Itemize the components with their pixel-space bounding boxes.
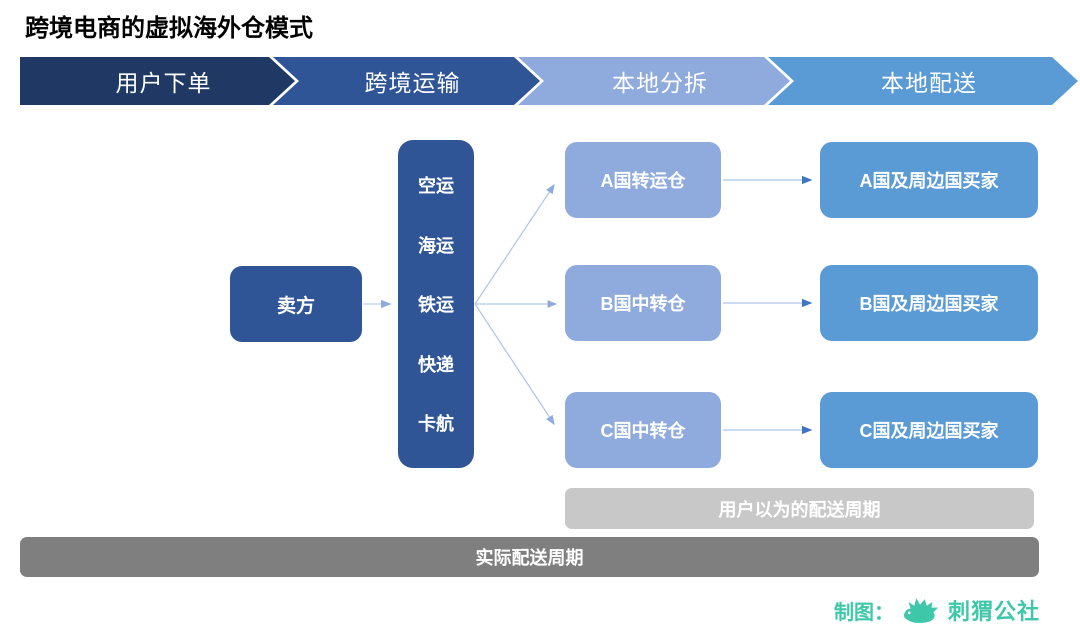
credit-prefix: 制图： — [833, 601, 894, 624]
transport-modes-box: 空运 海运 铁运 快递 卡航 — [398, 140, 474, 468]
credit-line: 制图： 刺猬公社 — [834, 594, 1040, 626]
process-step-label: 本地分拆 — [612, 70, 708, 96]
seller-box: 卖方 — [230, 266, 362, 342]
buyer-box-country-a: A国及周边国买家 — [820, 142, 1038, 218]
page-title: 跨境电商的虚拟海外仓模式 — [25, 15, 313, 42]
process-step-label: 本地配送 — [881, 70, 977, 96]
buyer-box-country-b: B国及周边国买家 — [820, 265, 1038, 341]
process-step-label: 用户下单 — [115, 70, 212, 96]
actual-delivery-period-bar: 实际配送周期 — [20, 537, 1039, 577]
process-bar: 用户下单 跨境运输 本地分拆 本地配送 — [20, 57, 1078, 105]
arrow-transport-to-hub-c — [474, 303, 555, 426]
perceived-delivery-period-bar: 用户以为的配送周期 — [565, 488, 1034, 529]
transport-mode-express: 快递 — [418, 354, 454, 375]
buyer-box-country-c: C国及周边国买家 — [820, 392, 1038, 468]
hub-box-country-a: A国转运仓 — [565, 142, 721, 218]
hub-box-country-c: C国中转仓 — [565, 392, 721, 468]
transport-mode-sea: 海运 — [418, 235, 454, 256]
credit-brand: 刺猬公社 — [947, 599, 1040, 624]
hub-box-country-b: B国中转仓 — [565, 265, 721, 341]
hedgehog-icon — [903, 597, 939, 623]
process-step-local-delivery: 本地配送 — [768, 57, 1078, 105]
transport-mode-air: 空运 — [418, 176, 454, 196]
arrow-transport-to-hub-a — [474, 183, 555, 305]
process-step-crossborder-shipping: 跨境运输 — [273, 57, 540, 105]
process-step-label: 跨境运输 — [364, 70, 461, 96]
transport-mode-rail: 铁运 — [418, 295, 454, 315]
process-step-local-split: 本地分拆 — [518, 57, 790, 105]
transport-mode-truck-air: 卡航 — [418, 414, 454, 434]
process-step-order: 用户下单 — [20, 57, 295, 105]
